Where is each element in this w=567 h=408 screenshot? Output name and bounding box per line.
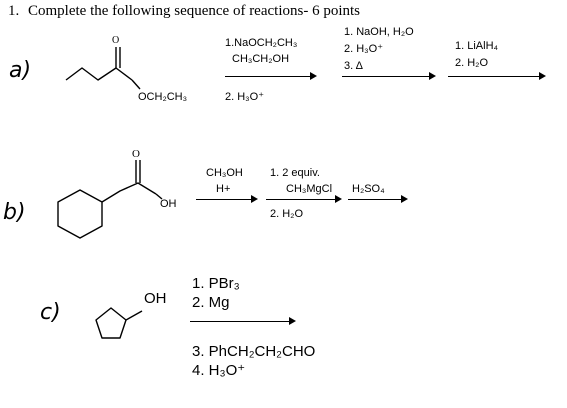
b-arrow-2 [266,195,342,204]
b-step2-line3: 2. H₂O [270,208,303,220]
c-step-line1: 1. PBr₃ [192,275,240,292]
c-step-line3: 3. PhCH₂CH₂CHO [192,343,316,360]
carbonyl-oxygen-a: O [112,35,120,46]
question-text: Complete the following sequence of react… [28,3,360,19]
part-b-label: b) [3,200,26,225]
structure-c [95,307,143,339]
part-a-label: a) [9,58,32,83]
question-number: 1. [8,3,20,19]
b-step1-line2: H+ [216,183,231,195]
a-step1-line2: CH₃CH₂OH [232,53,290,65]
a-step2-line2: 2. H₃O⁺ [344,43,384,55]
c-step-line4: 4. H₃O⁺ [192,362,246,379]
b-arrow-3 [348,195,408,204]
a-arrow-1 [225,72,317,81]
c-arrow [190,317,296,326]
part-c-substituent: OH [144,290,167,307]
part-c-label: c) [40,300,61,325]
a-step1-line3: 2. H₃O⁺ [225,91,265,103]
b-step2-line1: 1. 2 equiv. [270,167,320,179]
a-arrow-2 [342,72,436,81]
carbonyl-oxygen-b: O [132,148,140,160]
a-step3-line2: 2. H₂O [455,57,488,69]
part-a-substituent: OCH₂CH₃ [138,91,188,103]
structure-a [65,47,141,90]
a-step3-line1: 1. LiAlH₄ [455,40,499,52]
a-step1-line1: 1.NaOCH₂CH₃ [225,37,298,49]
b-arrow-1 [196,195,258,204]
c-step-line2: 2. Mg [192,294,230,311]
a-step2-line3: 3. Δ [344,60,363,72]
b-step3-line1: H₂SO₄ [352,183,385,195]
b-step2-line2: CH₃MgCl [286,183,333,195]
part-b-substituent: OH [160,198,177,210]
structure-b [57,160,163,239]
b-step1-line1: CH₃OH [206,167,243,179]
a-arrow-3 [448,72,546,81]
a-step2-line1: 1. NaOH, H₂O [344,26,414,38]
